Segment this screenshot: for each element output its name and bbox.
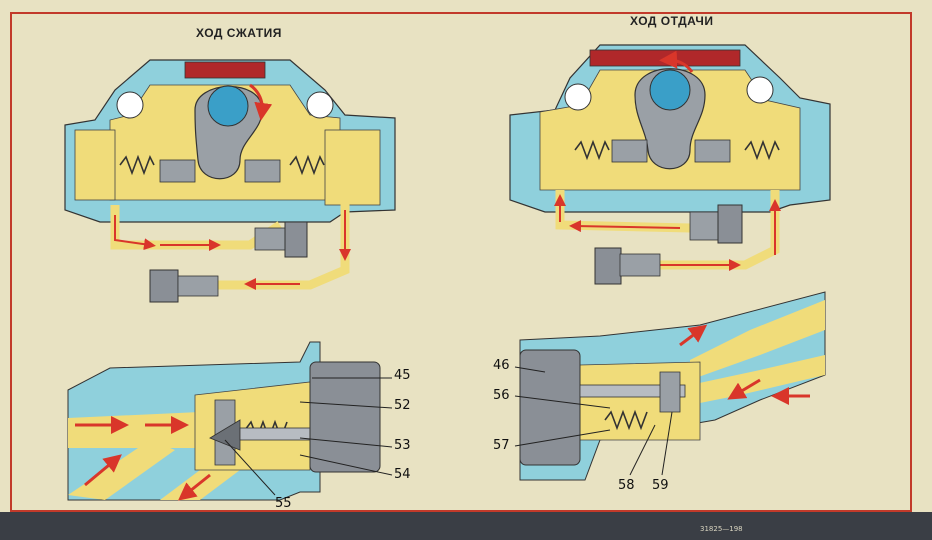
print-info: 31825—198 xyxy=(700,525,743,533)
rebound-lever xyxy=(634,50,706,170)
callout-45: 45 xyxy=(394,368,411,383)
callout-54: 54 xyxy=(394,467,411,482)
compression-lever xyxy=(194,83,273,180)
rebound-stroke-title: ХОД ОТДАЧИ xyxy=(630,14,714,28)
rebound-oil-channels xyxy=(554,190,781,285)
rebound-pistons xyxy=(574,139,780,163)
compression-stroke-title: ХОД СЖАТИЯ xyxy=(196,26,282,40)
callout-56: 56 xyxy=(493,388,510,403)
poster-frame xyxy=(10,12,912,512)
compression-valve-detail xyxy=(67,341,393,501)
rebound-valve-detail xyxy=(514,291,826,481)
compression-pistons xyxy=(119,154,325,183)
callout-59: 59 xyxy=(652,478,669,493)
compression-oil-channels xyxy=(110,200,351,303)
callout-58: 58 xyxy=(618,478,635,493)
callout-53: 53 xyxy=(394,438,411,453)
poster-bottom-strip xyxy=(0,512,932,540)
callout-55: 55 xyxy=(275,496,292,511)
callout-57: 57 xyxy=(493,438,510,453)
callout-46: 46 xyxy=(493,358,510,373)
callout-52: 52 xyxy=(394,398,411,413)
